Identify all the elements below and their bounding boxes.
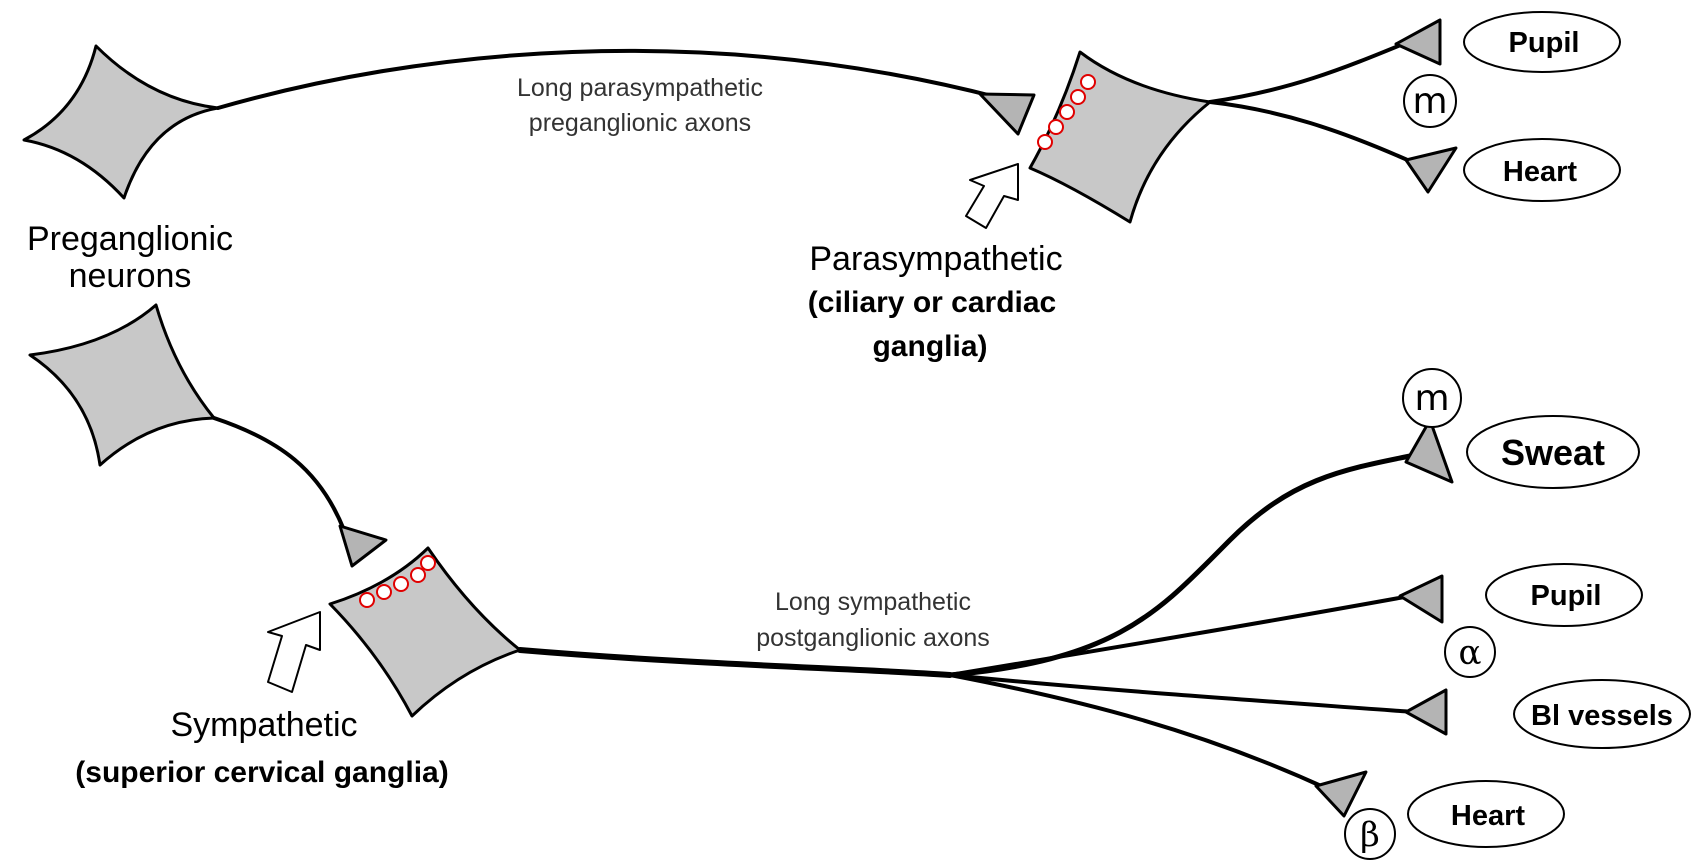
parasympathetic-pupil-label: Pupil — [1509, 27, 1580, 59]
sympathetic-branch-vessels — [950, 675, 1414, 712]
preganglionic-label-line1: Preganglionic — [27, 220, 233, 258]
preganglionic-neuron-parasympathetic — [24, 46, 218, 198]
sympathetic-terminal-heart — [1316, 772, 1366, 816]
parasympathetic-branch-pupil — [1210, 42, 1408, 102]
parasympathetic-preganglionic-terminal — [980, 94, 1034, 134]
heart-receptor-label: β — [1360, 815, 1380, 855]
preganglionic-neuron-sympathetic — [30, 305, 214, 465]
sympathetic-title: Sympathetic — [170, 706, 357, 744]
blood-vessels-label: Bl vessels — [1531, 700, 1673, 732]
sympathetic-axon-label-line2: postganglionic axons — [756, 624, 990, 652]
sympathetic-branch-pupil — [950, 596, 1410, 675]
preganglionic-label-line2: neurons — [69, 257, 192, 295]
parasympathetic-heart-label: Heart — [1503, 156, 1577, 188]
parasympathetic-receptor-label: m — [1412, 81, 1447, 122]
pupil-receptor-label: α — [1459, 633, 1482, 673]
sympathetic-terminal-sweat — [1406, 420, 1452, 482]
sympathetic-branch-sweat — [950, 456, 1410, 675]
parasympathetic-axon-label-line1: Long parasympathetic — [517, 74, 763, 102]
sympathetic-terminal-vessels — [1406, 690, 1446, 734]
parasympathetic-ganglion-arrow — [966, 164, 1018, 228]
sympathetic-terminal-pupil — [1400, 576, 1442, 622]
sympathetic-heart-label: Heart — [1451, 800, 1525, 832]
parasympathetic-title: Parasympathetic — [809, 240, 1062, 278]
sympathetic-postganglionic-trunk — [520, 650, 950, 675]
sympathetic-ganglion-arrow — [268, 612, 320, 692]
sympathetic-preganglionic-axon — [214, 418, 344, 530]
sweat-label: Sweat — [1501, 432, 1605, 473]
sweat-receptor-label: m — [1414, 378, 1449, 419]
parasympathetic-branch-heart — [1210, 102, 1412, 162]
sympathetic-axon-label-line1: Long sympathetic — [775, 588, 971, 616]
parasympathetic-terminal-pupil — [1396, 20, 1440, 64]
parasympathetic-subtitle-line1: (ciliary or cardiac — [808, 286, 1056, 319]
parasympathetic-subtitle-line2: ganglia) — [872, 330, 987, 363]
sympathetic-subtitle: (superior cervical ganglia) — [75, 756, 448, 789]
parasympathetic-axon-label-line2: preganglionic axons — [529, 109, 751, 137]
sympathetic-preganglionic-terminal — [340, 526, 386, 566]
parasympathetic-ganglion-cell — [1030, 52, 1210, 222]
parasympathetic-terminal-heart — [1406, 148, 1456, 192]
sympathetic-pupil-label: Pupil — [1531, 580, 1602, 612]
